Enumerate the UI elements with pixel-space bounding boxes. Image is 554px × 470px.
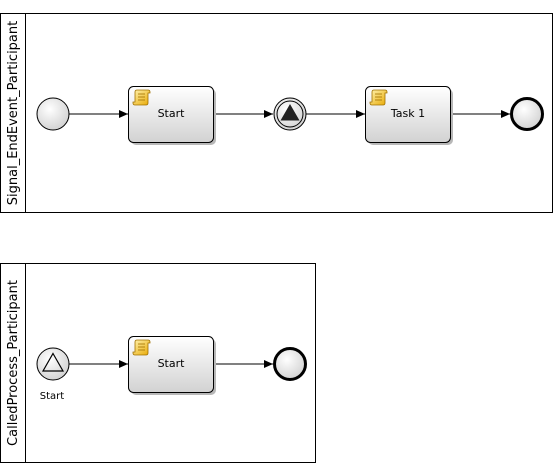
- task-label: Start: [158, 357, 186, 370]
- task-label: Start: [158, 107, 186, 120]
- triangle-icon: [41, 352, 65, 372]
- script-task-start[interactable]: Start: [128, 336, 217, 396]
- pool-signal-endevent-participant[interactable]: Signal_EndEvent_Participant Start Task 1: [0, 13, 553, 213]
- script-task-start[interactable]: Start: [128, 86, 217, 146]
- filled-triangle-icon: [280, 104, 300, 121]
- signal-start-event[interactable]: [36, 347, 70, 381]
- pool-header: [0, 263, 26, 463]
- intermediate-signal-throw-event[interactable]: [273, 97, 307, 131]
- end-event[interactable]: [510, 97, 544, 131]
- script-icon: [132, 339, 151, 356]
- script-task-task-1[interactable]: Task 1: [365, 86, 454, 146]
- pool-name-label: CalledProcess_Participant: [6, 280, 21, 446]
- event-label: Start: [40, 391, 65, 402]
- script-icon: [369, 89, 388, 106]
- pool-header: [0, 13, 26, 213]
- script-icon: [132, 89, 151, 106]
- task-label: Task 1: [390, 107, 425, 120]
- start-event[interactable]: [36, 97, 70, 131]
- pool-calledprocess-participant[interactable]: CalledProcess_Participant Start Start: [0, 263, 316, 463]
- pool-name-label: Signal_EndEvent_Participant: [6, 21, 21, 205]
- end-event[interactable]: [273, 347, 307, 381]
